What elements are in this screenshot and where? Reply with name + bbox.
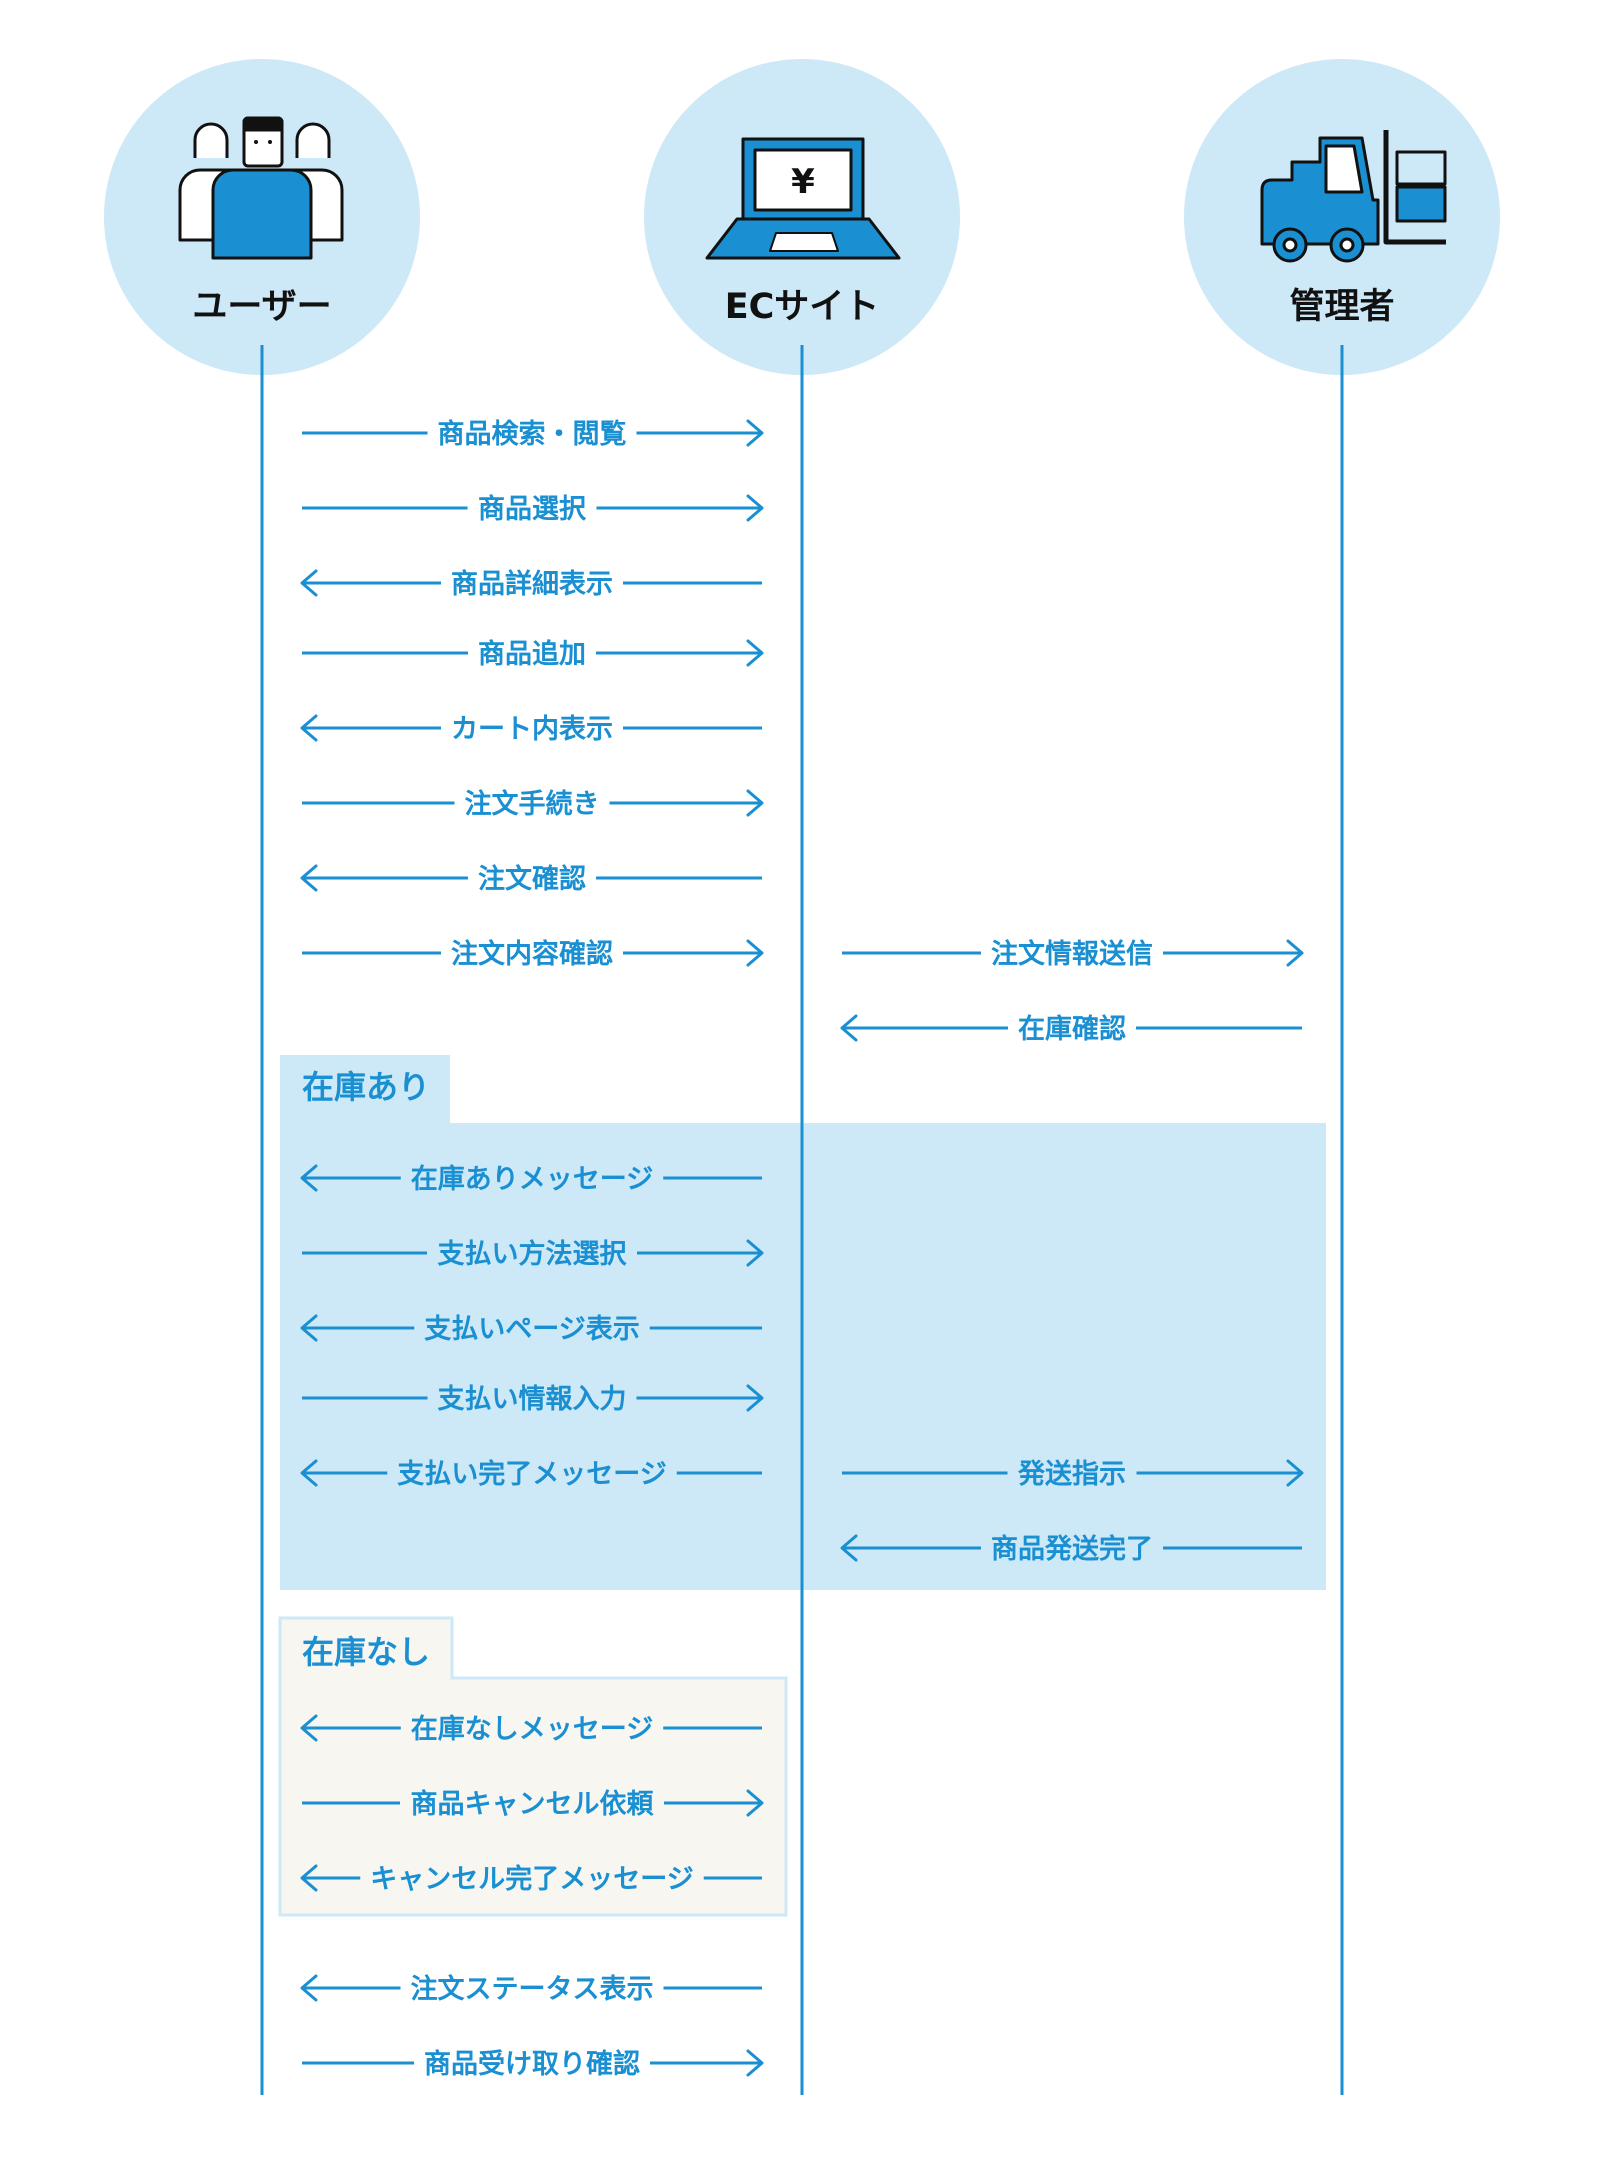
arrowhead: [746, 2049, 764, 2077]
arrowhead: [300, 1864, 318, 1892]
message-label: 商品選択: [478, 494, 587, 525]
message-label: カート内表示: [451, 714, 613, 745]
message-label: キャンセル完了メッセージ: [370, 1863, 693, 1895]
message-label: 支払いページ表示: [424, 1314, 639, 1345]
arrowhead: [300, 1314, 318, 1342]
message-label: 支払い完了メッセージ: [397, 1458, 666, 1490]
arrowhead: [300, 1459, 318, 1487]
message-label: 商品検索・閲覧: [438, 419, 627, 450]
message-arrow: 商品受け取り確認: [302, 2048, 764, 2080]
message-arrow: 支払い情報入力: [302, 1384, 764, 1415]
arrowhead: [746, 494, 764, 522]
message-label: 商品発送完了: [991, 1533, 1153, 1565]
frame-out-of-stock-label: 在庫なし: [302, 1633, 430, 1671]
message-label: 商品詳細表示: [451, 568, 613, 600]
frame-out-of-stock-outline: [278, 1616, 788, 1917]
actor-label-admin: 管理者: [1289, 287, 1394, 327]
message-arrow: 注文手続き: [302, 788, 764, 820]
arrowhead: [746, 1239, 764, 1267]
message-arrow: 商品追加: [302, 638, 764, 670]
arrowhead: [746, 419, 764, 447]
arrowhead: [300, 1164, 318, 1192]
message-label: 注文情報送信: [991, 938, 1153, 970]
message-label: 注文内容確認: [451, 938, 613, 970]
arrowhead: [746, 1384, 764, 1412]
message-label: 支払い情報入力: [438, 1384, 627, 1415]
message-label: 商品追加: [478, 638, 586, 670]
message-label: 発送指示: [1017, 1459, 1126, 1490]
messages: 商品検索・閲覧 商品選択 商品詳細表示 商品追加 カート内表示 注文手続き 注文…: [300, 419, 1304, 2080]
arrowhead: [746, 789, 764, 817]
arrowhead: [746, 939, 764, 967]
arrowhead: [840, 1014, 858, 1042]
arrowhead: [1286, 1459, 1304, 1487]
message-arrow: 商品選択: [302, 494, 764, 525]
message-arrow: 商品検索・閲覧: [302, 419, 764, 450]
yen-glyph: ¥: [791, 162, 815, 202]
arrowhead: [300, 864, 318, 892]
message-arrow: 支払いページ表示: [300, 1314, 762, 1345]
message-label: 在庫確認: [1018, 1013, 1126, 1045]
arrowhead: [840, 1534, 858, 1562]
message-arrow: 支払い方法選択: [302, 1238, 764, 1270]
message-label: 商品キャンセル依頼: [411, 1789, 655, 1820]
frame-in-stock-label: 在庫あり: [302, 1068, 430, 1106]
message-label: 商品受け取り確認: [424, 2048, 640, 2080]
arrowhead: [300, 1714, 318, 1742]
message-arrow: 在庫なしメッセージ: [300, 1714, 762, 1745]
message-arrow: 注文確認: [300, 863, 762, 895]
message-arrow: カート内表示: [300, 714, 762, 745]
arrowhead: [300, 1974, 318, 2002]
message-label: 在庫なしメッセージ: [411, 1714, 653, 1745]
frame-out-of-stock: 在庫なし: [278, 1616, 788, 1917]
message-arrow: 発送指示: [842, 1459, 1304, 1490]
message-label: 注文確認: [478, 863, 586, 895]
message-arrow: 支払い完了メッセージ: [300, 1458, 762, 1490]
arrowhead: [1286, 939, 1304, 967]
actor-label-user: ユーザー: [192, 287, 331, 327]
actor-label-ec: ECサイト: [725, 287, 880, 327]
laptop-yen-icon: ¥: [705, 137, 901, 260]
arrowhead: [300, 714, 318, 742]
message-arrow: 注文内容確認: [302, 938, 764, 970]
message-label: 在庫ありメッセージ: [411, 1164, 653, 1195]
message-arrow: 在庫確認: [840, 1013, 1302, 1045]
message-arrow: 商品詳細表示: [300, 568, 762, 600]
message-arrow: 商品発送完了: [840, 1533, 1302, 1565]
message-label: 注文手続き: [465, 788, 600, 820]
arrowhead: [300, 569, 318, 597]
arrowhead: [746, 1789, 764, 1817]
users-icon: [178, 116, 344, 260]
arrowhead: [746, 639, 764, 667]
forklift-icon: [1260, 130, 1447, 263]
message-arrow: 在庫ありメッセージ: [300, 1164, 762, 1195]
message-arrow: 注文ステータス表示: [300, 1973, 762, 2005]
message-arrow: 商品キャンセル依頼: [302, 1789, 764, 1820]
message-arrow: キャンセル完了メッセージ: [300, 1863, 762, 1895]
frame-in-stock-tab: [280, 1055, 450, 1125]
message-label: 支払い方法選択: [438, 1238, 628, 1270]
message-label: 注文ステータス表示: [411, 1973, 654, 2005]
message-arrow: 注文情報送信: [842, 938, 1304, 970]
